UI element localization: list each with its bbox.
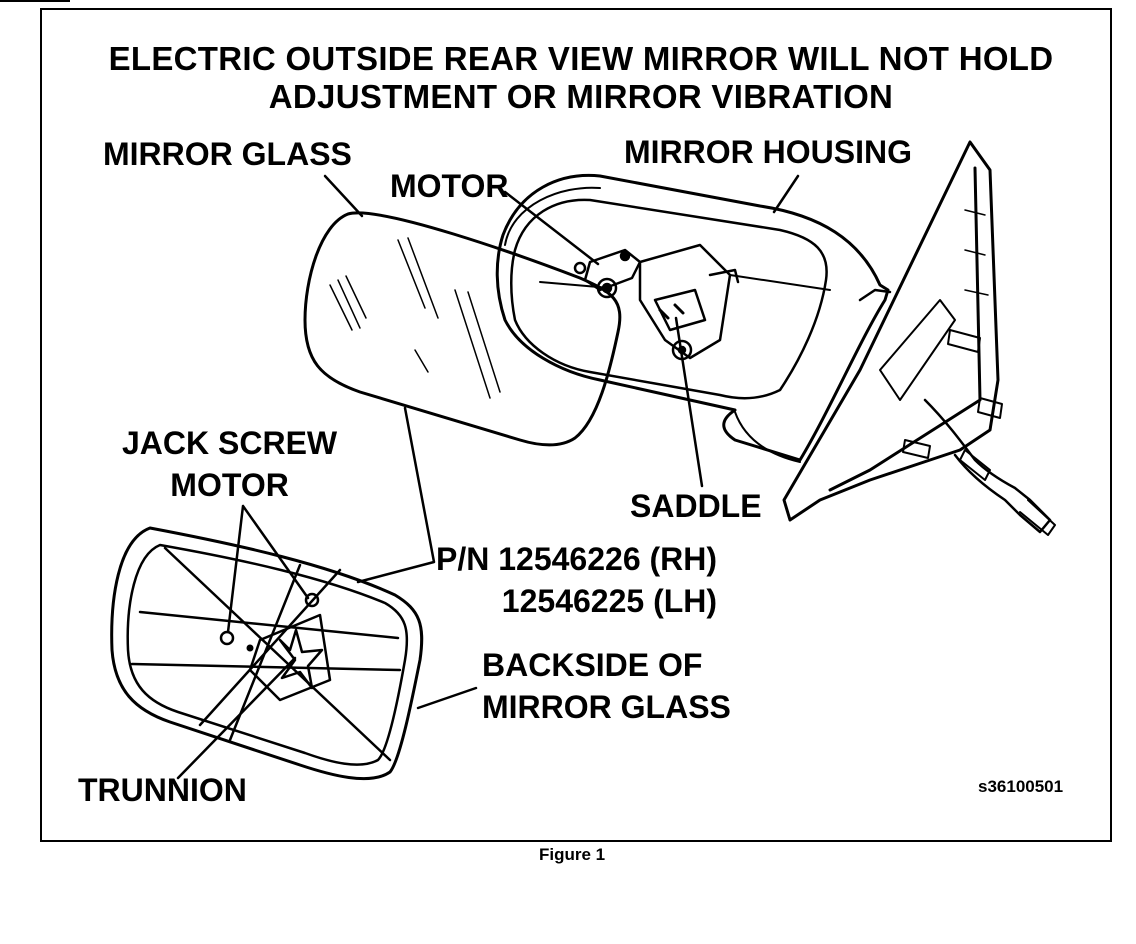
leader-part-number: [356, 406, 436, 584]
title-line-1: ELECTRIC OUTSIDE REAR VIEW MIRROR WILL N…: [108, 40, 1054, 77]
leader-lines: [176, 174, 800, 780]
label-part-number: P/N 12546226 (RH) 12546225 (LH): [436, 538, 717, 622]
label-backside-of-mirror-glass: BACKSIDE OF MIRROR GLASS: [482, 644, 731, 728]
top-edge-mark: [0, 0, 70, 2]
motor-saddle-mechanism: [573, 243, 740, 361]
label-jack-screw-line1: JACK SCREW: [122, 425, 338, 461]
leader-backside: [416, 686, 478, 710]
mirror-glass-drawing: [303, 211, 622, 447]
label-backside-line1: BACKSIDE OF: [482, 647, 703, 683]
label-motor: MOTOR: [390, 168, 509, 204]
diagram-title: ELECTRIC OUTSIDE REAR VIEW MIRROR WILL N…: [56, 40, 1106, 116]
title-line-2: ADJUSTMENT OR MIRROR VIBRATION: [268, 78, 894, 115]
mirror-mount-base: [782, 140, 1056, 536]
label-mirror-housing: MIRROR HOUSING: [624, 134, 912, 170]
label-part-number-rh: P/N 12546226 (RH): [436, 541, 718, 577]
label-trunnion: TRUNNION: [78, 772, 247, 808]
leader-trunnion: [176, 656, 297, 780]
leader-motor: [503, 190, 600, 266]
leader-mirror-housing: [772, 174, 800, 214]
figure-code: s36100501: [978, 777, 1064, 796]
backside-mirror-glass-drawing: [110, 526, 424, 781]
leader-mirror-glass: [323, 174, 364, 218]
label-backside-line2: MIRROR GLASS: [482, 689, 731, 725]
label-saddle: SADDLE: [630, 488, 762, 524]
label-jack-screw-line2: MOTOR: [170, 467, 289, 503]
figure-caption: Figure 1: [539, 845, 606, 864]
label-jack-screw-motor: JACK SCREW MOTOR: [122, 422, 337, 506]
label-part-number-lh: 12546225 (LH): [501, 583, 718, 619]
leader-jack-screw: [226, 504, 310, 634]
figure-frame: [40, 8, 1112, 842]
label-mirror-glass: MIRROR GLASS: [103, 136, 352, 172]
leader-saddle: [674, 316, 704, 488]
